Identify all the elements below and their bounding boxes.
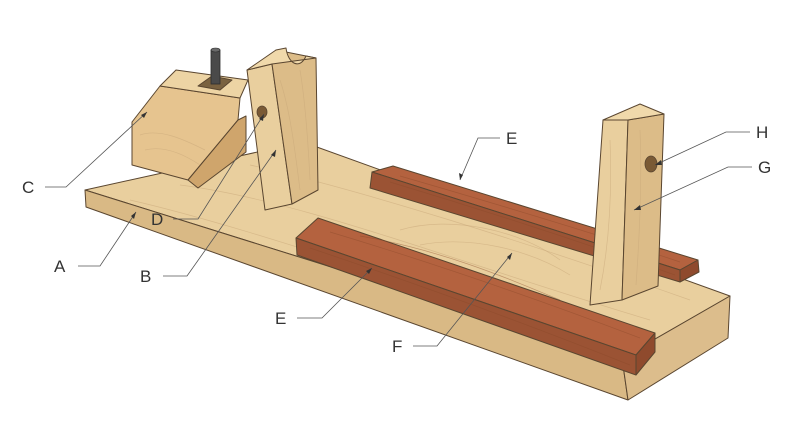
leader-lines (45, 111, 752, 347)
label-h: H (756, 123, 768, 142)
label-b: B (140, 267, 151, 286)
label-e-top: E (506, 129, 517, 148)
pin (210, 49, 221, 85)
upright-g (589, 103, 665, 306)
label-a: A (54, 257, 66, 276)
block-c (131, 47, 249, 189)
rail-front (295, 217, 656, 376)
hole-h (644, 155, 658, 173)
label-c: C (22, 178, 34, 197)
upright-b (246, 47, 319, 211)
label-d: D (151, 210, 163, 229)
label-g: G (758, 158, 771, 177)
label-e-bottom: E (275, 309, 286, 328)
label-f: F (392, 337, 402, 356)
labels: A B C D E E F G H (22, 123, 771, 356)
